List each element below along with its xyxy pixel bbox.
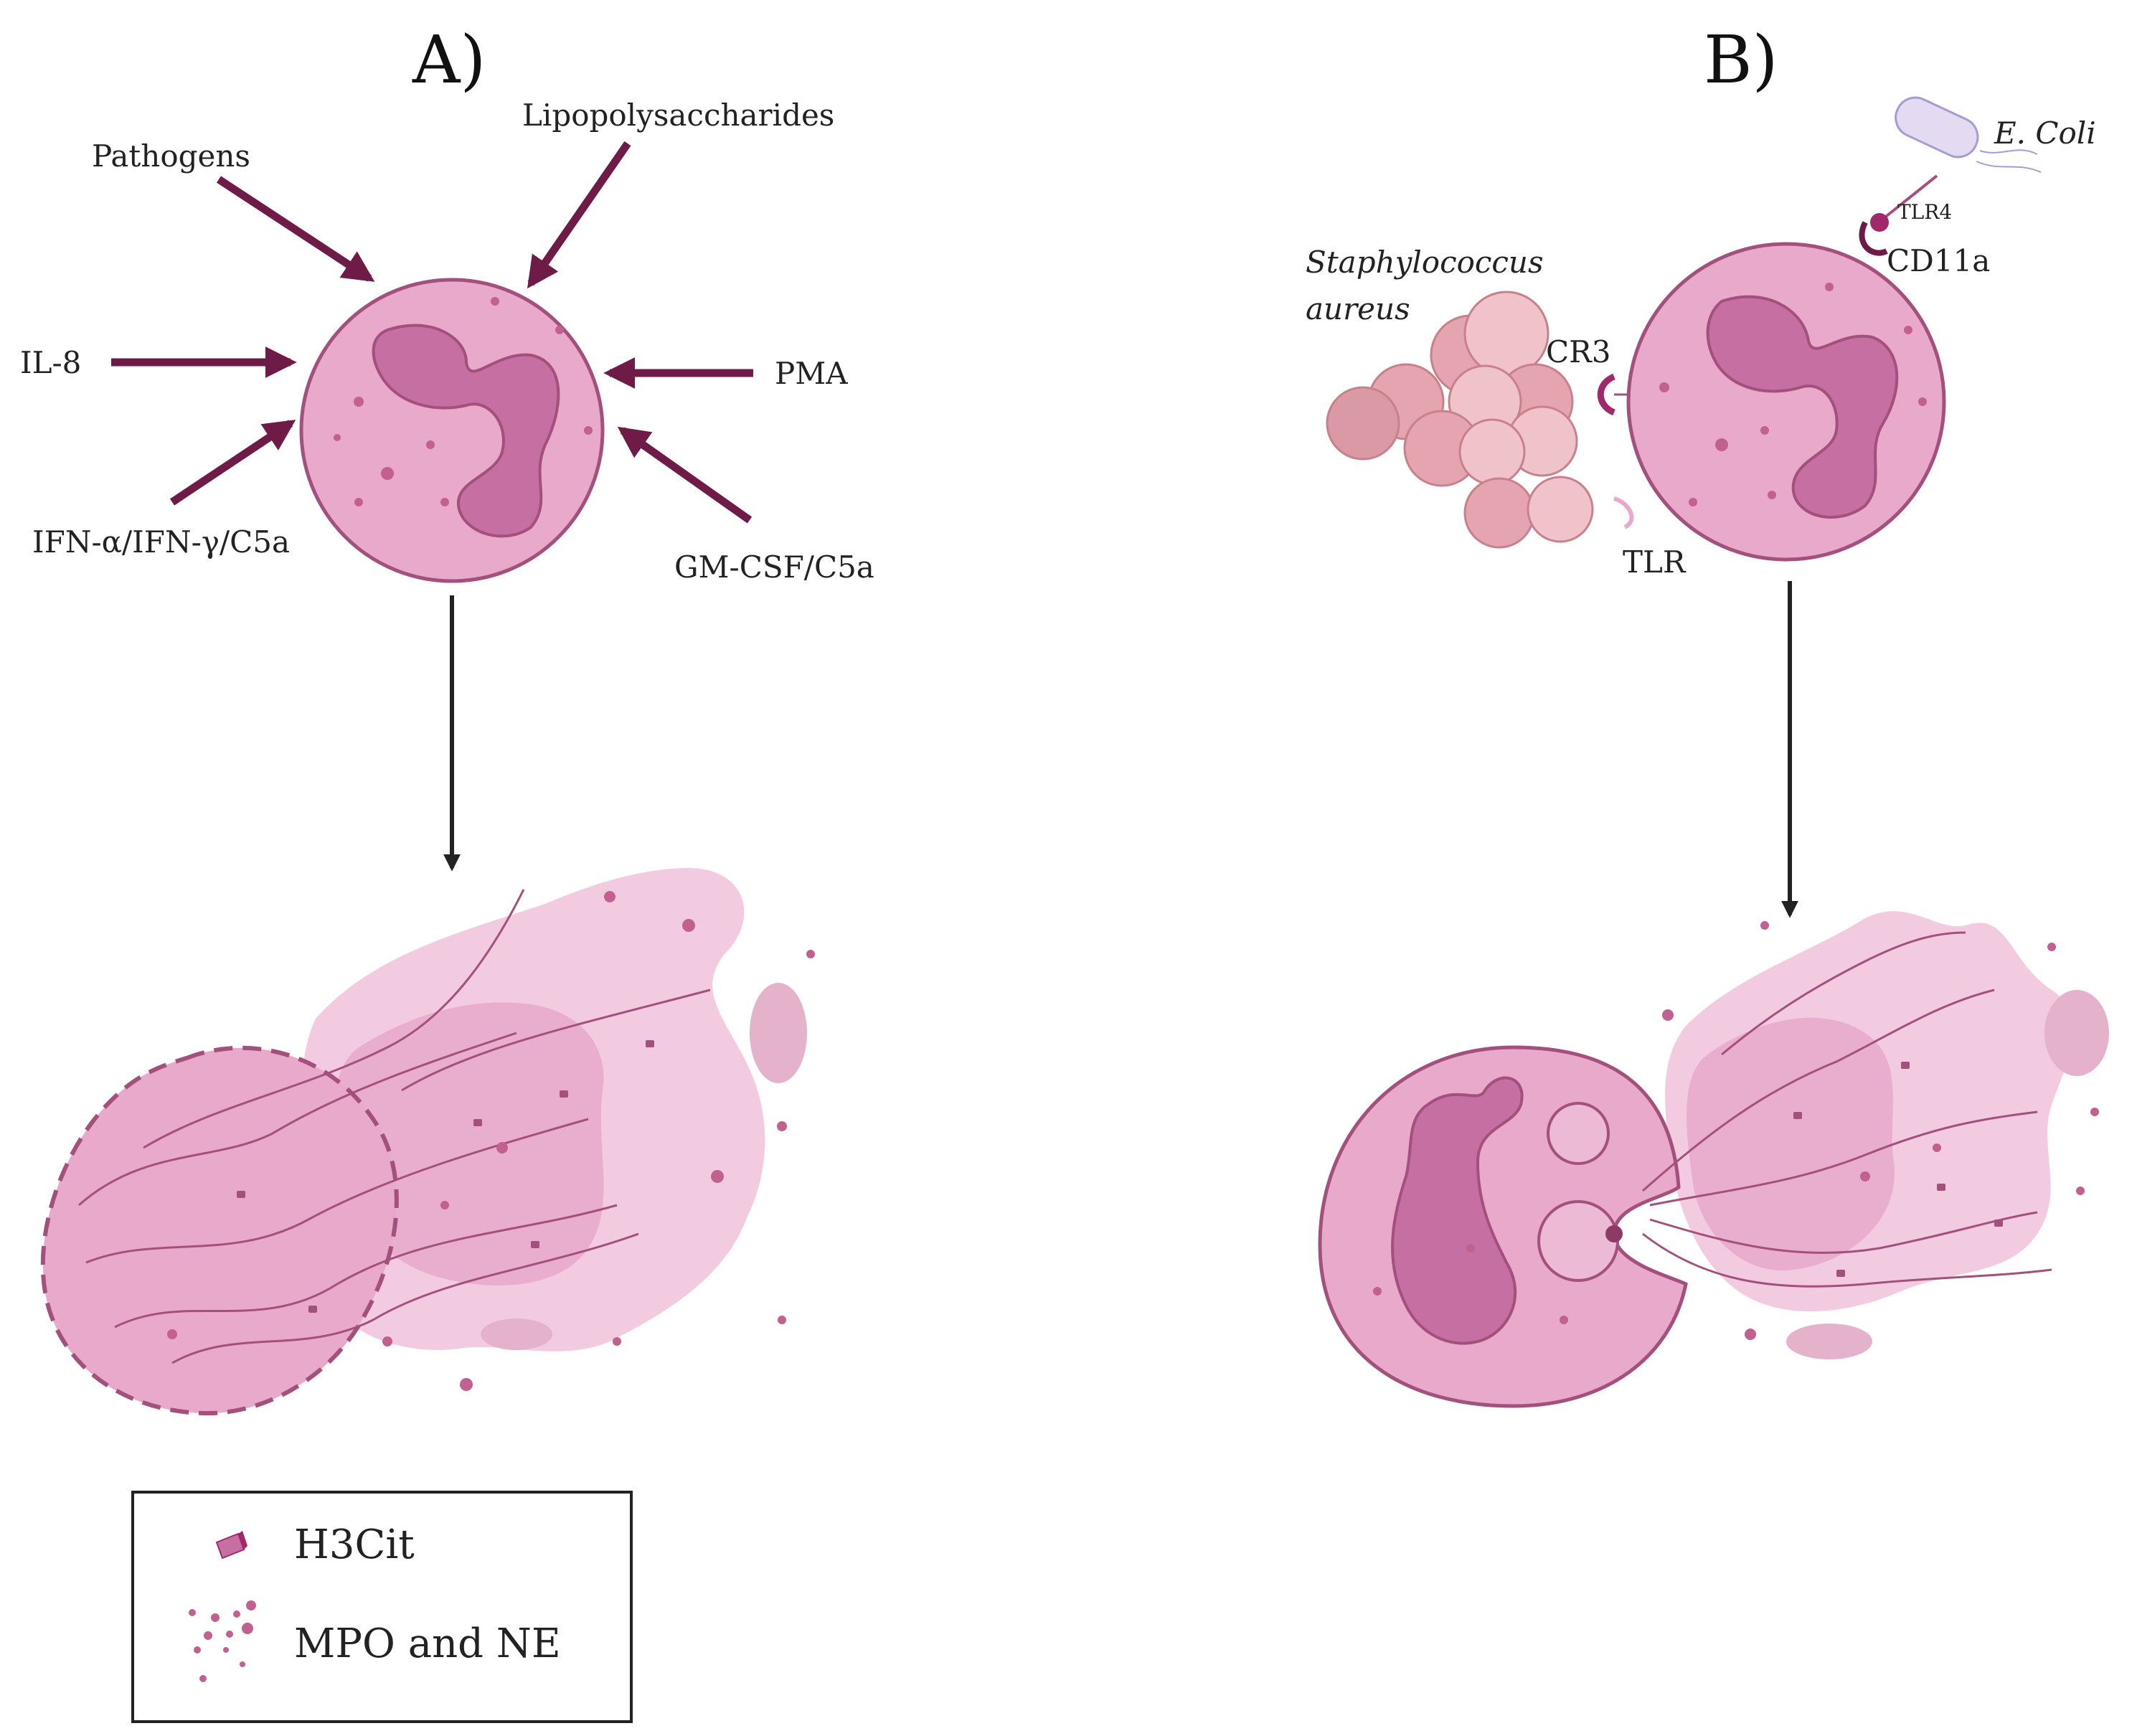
tlr4-stalk	[1882, 174, 1938, 220]
dna-strands-b	[1642, 931, 2052, 1288]
nucleus-a	[372, 324, 560, 538]
label-cr3: CR3	[1546, 334, 1610, 369]
label-lipopolysaccharides: Lipopolysaccharides	[522, 98, 834, 133]
label-tlr4: TLR4	[1897, 200, 1952, 224]
neutrophil-cell-b	[1626, 242, 1946, 562]
label-cd11a: CD11a	[1887, 243, 1990, 278]
legend: H3Cit MPO and NE	[131, 1491, 633, 1723]
nucleus-b-net	[1391, 1076, 1524, 1345]
label-tlr: TLR	[1623, 544, 1687, 580]
arrow-gmcsf	[617, 426, 753, 524]
nucleus-b	[1706, 295, 1899, 519]
label-ifn: IFN-α/IFN-γ/C5a	[32, 524, 290, 560]
legend-label-h3cit: H3Cit	[294, 1522, 415, 1568]
cr3-receptor-icon	[1597, 373, 1616, 416]
panel-a: A) Pathogens Lipopolysaccharides IL-8 PM…	[20, 22, 874, 1416]
tlr4-receptor-icon	[1870, 213, 1889, 232]
tlr-receptor-icon	[1613, 496, 1634, 529]
panel-b-label: B)	[1704, 22, 1778, 98]
arrow-pathogens	[216, 176, 375, 282]
label-staph-line2: aureus	[1306, 291, 1410, 326]
neutrophil-cell-a	[299, 278, 605, 583]
label-pathogens: Pathogens	[92, 138, 250, 174]
legend-box	[131, 1491, 633, 1723]
legend-label-mpo-ne: MPO and NE	[294, 1621, 561, 1667]
label-staph-line1: Staphylococcus	[1306, 245, 1544, 280]
mpo-ne-dots-icon	[189, 1600, 256, 1682]
arrow-lipopolysaccharides	[527, 141, 631, 289]
arrow-ifn	[169, 420, 296, 506]
label-pma: PMA	[775, 356, 848, 391]
stimulus-arrows	[111, 141, 753, 524]
h3cit-icon	[215, 1531, 247, 1560]
cd11a-receptor-icon	[1859, 221, 1888, 256]
net-release-b	[1318, 911, 2109, 1408]
panel-a-label: A)	[412, 22, 486, 98]
panel-b: B) E. Coli TLR4 CD11a Staphylococcus aur…	[1306, 22, 2109, 1408]
vesicle-1	[1547, 1102, 1610, 1165]
e-coli-bacterium	[1895, 96, 2042, 173]
label-gmcsf: GM-CSF/C5a	[674, 549, 874, 585]
staphylococcus-cluster	[1326, 291, 1594, 549]
label-e-coli: E. Coli	[1994, 115, 2096, 151]
net-release-a	[40, 868, 815, 1416]
label-il8: IL-8	[20, 345, 81, 380]
ruptured-cell-a	[40, 1045, 399, 1416]
dna-strands-a	[78, 889, 711, 1364]
vesicle-2	[1537, 1200, 1619, 1282]
